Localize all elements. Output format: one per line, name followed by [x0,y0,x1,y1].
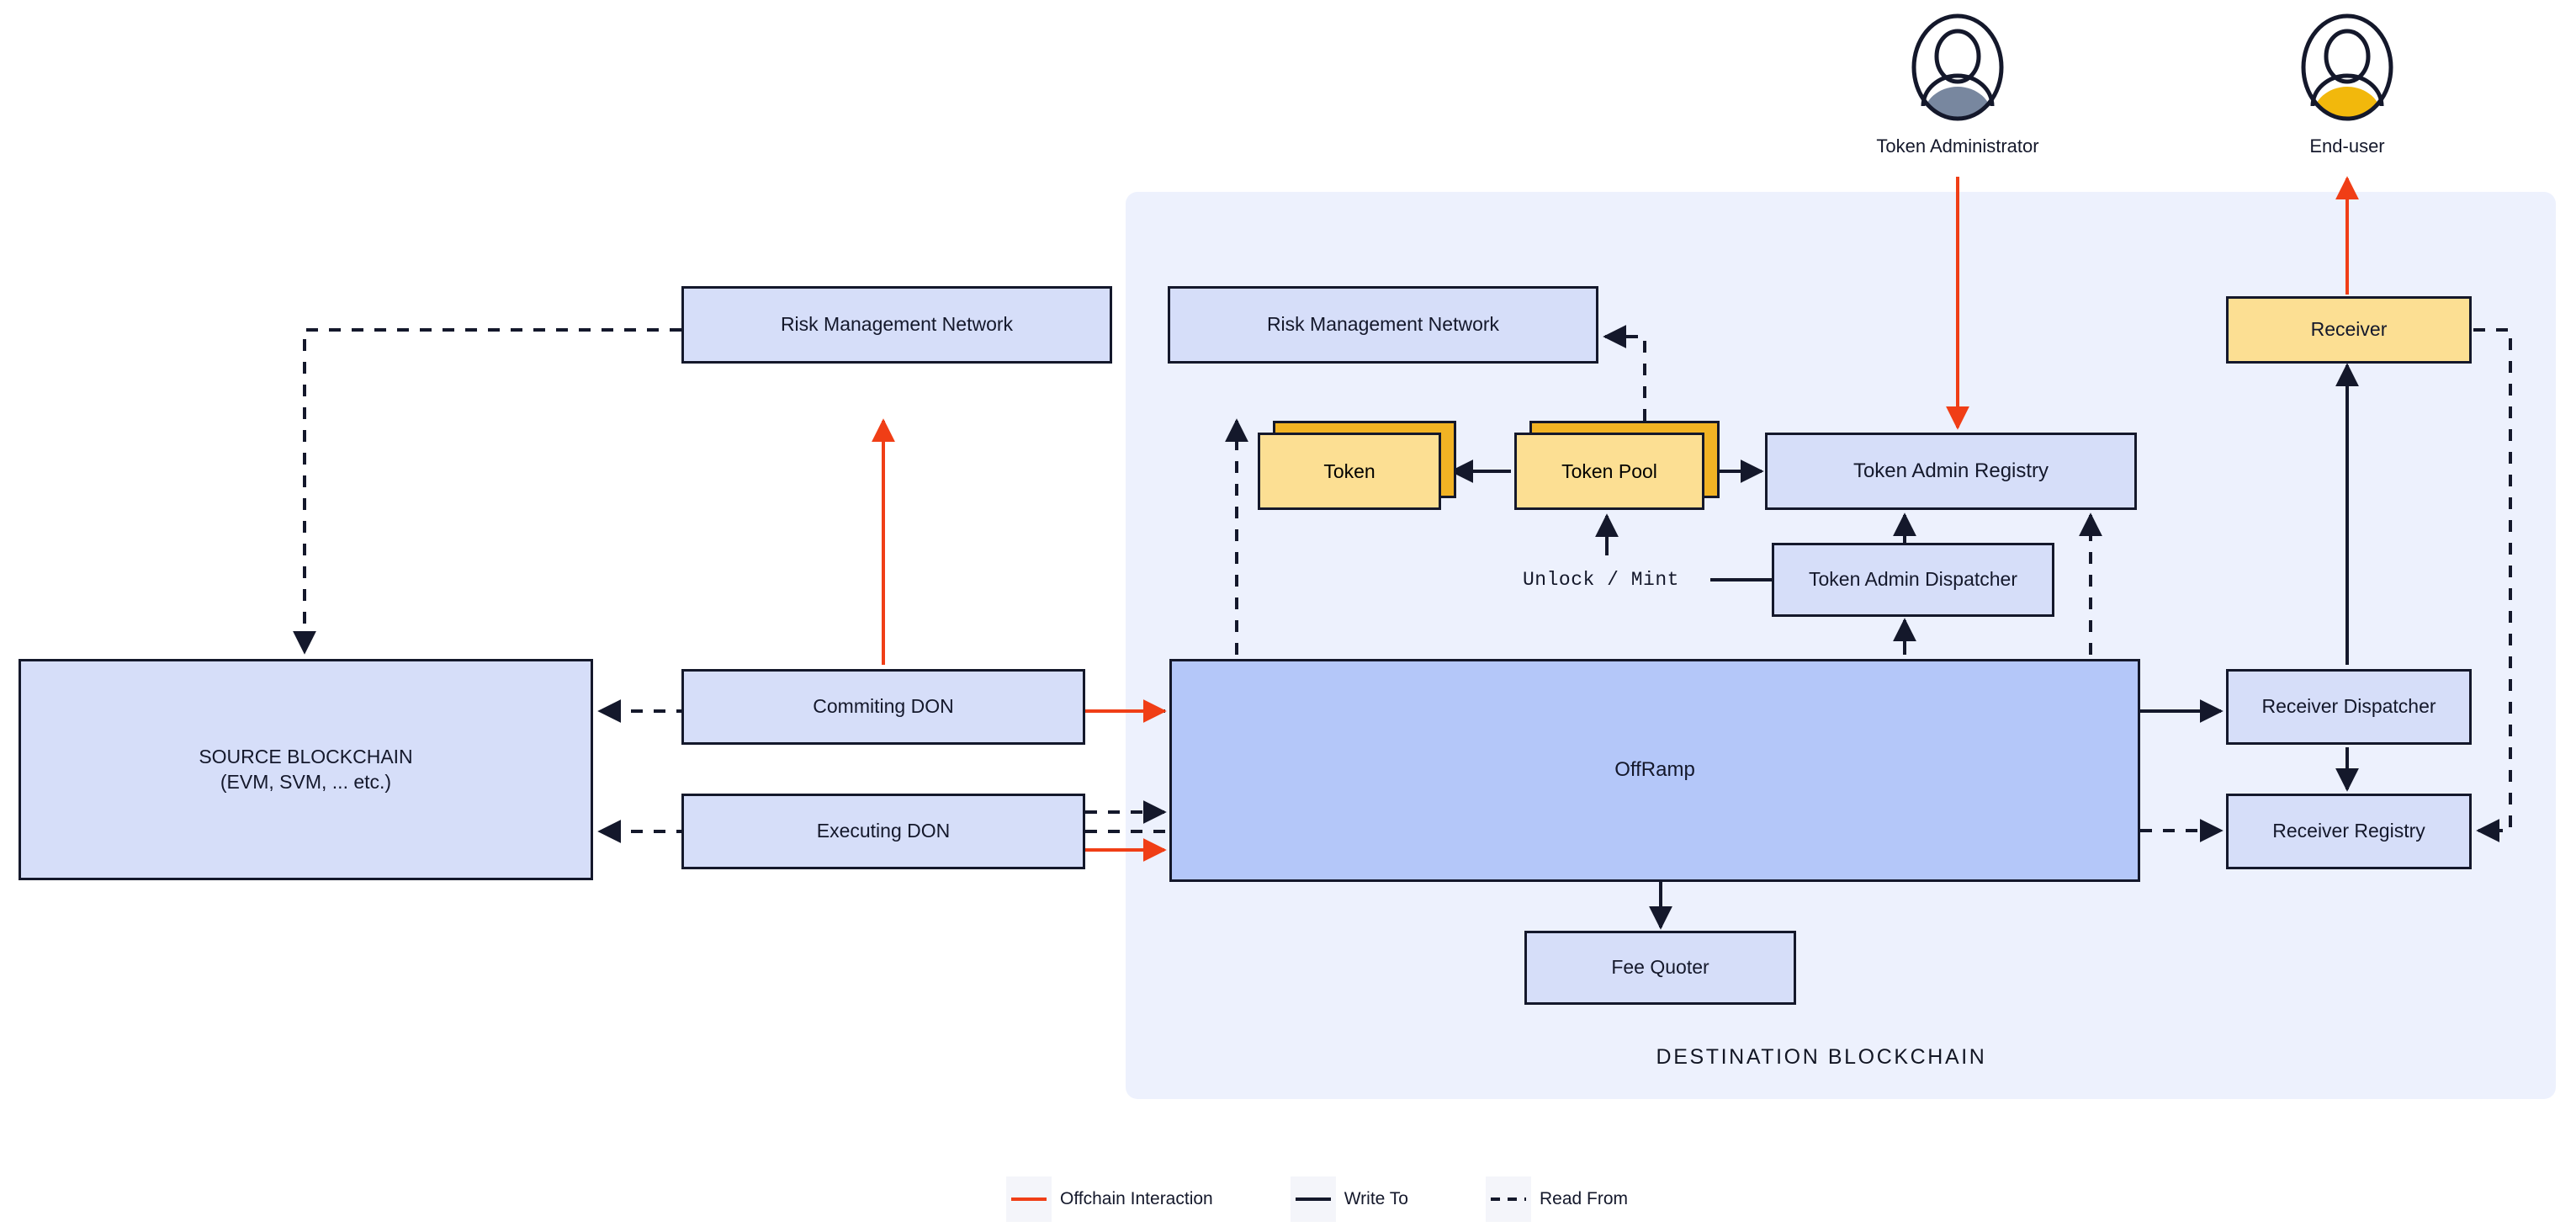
actor-end-user: End-user [2246,12,2448,157]
actor-token-administrator: Token Administrator [1857,12,2059,157]
end-user-label: End-user [2309,135,2385,157]
legend-label-read-from: Read From [1539,1189,1629,1208]
legend-label-offchain: Offchain Interaction [1060,1189,1213,1208]
source-blockchain-line1: SOURCE BLOCKCHAIN [199,746,413,768]
legend-swatch-offchain [1006,1176,1052,1222]
rmn-source-label: Risk Management Network [780,313,1014,336]
legend-item-read-from: Read From [1485,1176,1629,1222]
legend: Offchain Interaction Write To Read From [1006,1176,1628,1222]
legend-swatch-read-from [1485,1176,1531,1222]
node-receiver-registry[interactable]: Receiver Registry [2226,794,2472,869]
destination-blockchain-label: DESTINATION BLOCKCHAIN [1656,1045,1987,1069]
node-token-admin-registry[interactable]: Token Admin Registry [1765,433,2137,510]
legend-swatch-write-to [1290,1176,1336,1222]
node-token-admin-dispatcher[interactable]: Token Admin Dispatcher [1772,543,2054,617]
node-offramp[interactable]: OffRamp [1169,659,2140,882]
fee-quoter-label: Fee Quoter [1611,956,1709,979]
node-executing-don[interactable]: Executing DON [681,794,1085,869]
node-receiver-dispatcher[interactable]: Receiver Dispatcher [2226,669,2472,745]
token-admin-registry-label: Token Admin Registry [1852,459,2049,482]
receiver-dispatcher-label: Receiver Dispatcher [2261,695,2436,718]
token-admin-dispatcher-label: Token Admin Dispatcher [1808,568,2017,591]
node-source-blockchain[interactable]: SOURCE BLOCKCHAIN (EVM, SVM, ... etc.) [19,659,593,880]
node-token-pool-stack[interactable]: Token Pool [1514,421,1725,513]
offramp-label: OffRamp [1614,758,1695,782]
legend-item-write-to: Write To [1290,1176,1408,1222]
legend-label-write-to: Write To [1344,1189,1408,1208]
node-fee-quoter[interactable]: Fee Quoter [1524,931,1796,1005]
source-blockchain-line2: (EVM, SVM, ... etc.) [220,770,392,793]
token-label: Token [1323,459,1375,482]
receiver-label: Receiver [2310,318,2388,341]
node-commiting-don[interactable]: Commiting DON [681,669,1085,745]
end-user-icon [2301,13,2393,121]
node-receiver[interactable]: Receiver [2226,296,2472,364]
node-token[interactable]: Token [1258,433,1441,510]
node-token-pool[interactable]: Token Pool [1514,433,1704,510]
token-pool-label: Token Pool [1561,459,1657,482]
token-administrator-icon [1911,13,2004,121]
executing-don-label: Executing DON [816,820,951,842]
token-administrator-label: Token Administrator [1876,135,2039,157]
commiting-don-label: Commiting DON [813,695,954,718]
rmn-dest-label: Risk Management Network [1266,313,1500,336]
node-risk-management-network-source[interactable]: Risk Management Network [681,286,1112,364]
receiver-registry-label: Receiver Registry [2272,820,2425,842]
node-token-stack[interactable]: Token [1258,421,1460,513]
legend-item-offchain-interaction: Offchain Interaction [1006,1176,1213,1222]
unlock-mint-label: Unlock / Mint [1523,569,1679,591]
node-risk-management-network-dest[interactable]: Risk Management Network [1168,286,1598,364]
edge-rmn-source-to-source-blockchain [293,328,681,655]
